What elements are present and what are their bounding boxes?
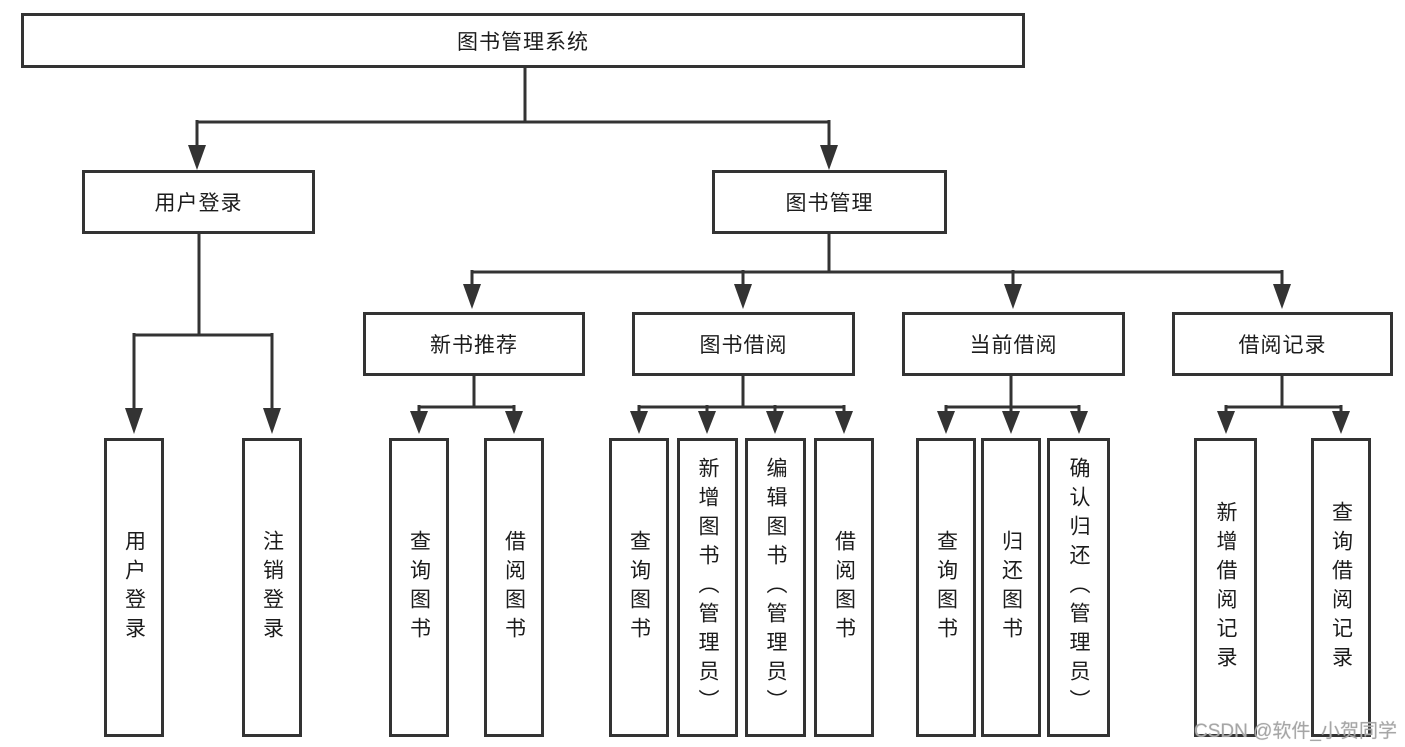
leaf-query-books-recommend-label: 查询图书 xyxy=(407,529,431,646)
node-library-system-label: 图书管理系统 xyxy=(457,30,589,54)
leaf-edit-books-admin-label: 编辑图书（管理员） xyxy=(764,457,787,718)
leaf-add-borrow-record-label: 新增借阅记录 xyxy=(1214,500,1237,675)
node-library-system: 图书管理系统 xyxy=(21,13,1025,68)
leaf-user-login-label: 用户登录 xyxy=(122,529,146,646)
leaf-add-borrow-record: 新增借阅记录 xyxy=(1194,438,1257,737)
node-book-borrowing: 图书借阅 xyxy=(632,312,855,376)
node-borrowing-records-label: 借阅记录 xyxy=(1238,334,1327,357)
node-new-book-recommendation-label: 新书推荐 xyxy=(430,334,518,357)
leaf-query-books-borrowing-label: 查询图书 xyxy=(627,529,651,646)
node-user-login: 用户登录 xyxy=(82,170,315,234)
leaf-add-books-admin: 新增图书（管理员） xyxy=(677,438,738,737)
leaf-confirm-return-admin: 确认归还（管理员） xyxy=(1047,438,1110,737)
leaf-query-books-current-label: 查询图书 xyxy=(934,529,958,646)
leaf-borrow-books-label: 借阅图书 xyxy=(832,529,856,646)
leaf-return-books: 归还图书 xyxy=(981,438,1041,737)
leaf-edit-books-admin: 编辑图书（管理员） xyxy=(745,438,806,737)
leaf-confirm-return-admin-label: 确认归还（管理员） xyxy=(1067,457,1090,718)
leaf-user-login: 用户登录 xyxy=(104,438,164,737)
node-new-book-recommendation: 新书推荐 xyxy=(363,312,585,376)
leaf-borrow-books-recommend-label: 借阅图书 xyxy=(502,529,526,646)
node-book-borrowing-label: 图书借阅 xyxy=(699,334,788,357)
node-user-login-label: 用户登录 xyxy=(154,192,243,215)
leaf-query-borrow-record-label: 查询借阅记录 xyxy=(1329,500,1353,675)
csdn-watermark: CSDN @软件_小贺同学 xyxy=(1194,721,1397,742)
node-book-management: 图书管理 xyxy=(712,170,947,234)
leaf-query-books-borrowing: 查询图书 xyxy=(609,438,669,737)
leaf-query-borrow-record: 查询借阅记录 xyxy=(1311,438,1371,737)
leaf-borrow-books: 借阅图书 xyxy=(814,438,874,737)
leaf-borrow-books-recommend: 借阅图书 xyxy=(484,438,544,737)
leaf-add-books-admin-label: 新增图书（管理员） xyxy=(696,457,719,718)
leaf-return-books-label: 归还图书 xyxy=(999,529,1023,646)
leaf-query-books-recommend: 查询图书 xyxy=(389,438,449,737)
node-current-borrowing-label: 当前借阅 xyxy=(969,334,1058,357)
leaf-logout: 注销登录 xyxy=(242,438,302,737)
leaf-logout-label: 注销登录 xyxy=(260,529,284,646)
node-book-management-label: 图书管理 xyxy=(785,192,874,215)
leaf-query-books-current: 查询图书 xyxy=(916,438,976,737)
node-borrowing-records: 借阅记录 xyxy=(1172,312,1393,376)
node-current-borrowing: 当前借阅 xyxy=(902,312,1125,376)
